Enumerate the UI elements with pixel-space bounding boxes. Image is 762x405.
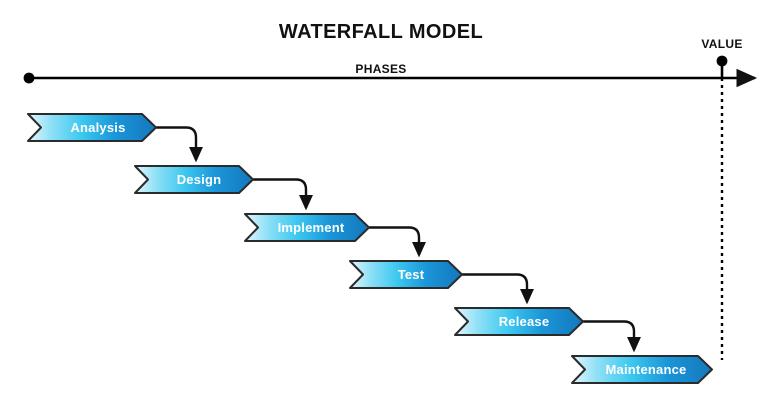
phase-chevron-maintenance[interactable]: Maintenance xyxy=(571,355,713,384)
chevron-shape-release xyxy=(454,307,584,336)
connector-design-to-implement xyxy=(253,178,313,211)
chevron-shape-design xyxy=(134,165,254,194)
phases-axis-label: PHASES xyxy=(355,62,406,76)
phase-label-implement: Implement xyxy=(278,220,345,235)
page-title: WATERFALL MODEL xyxy=(279,21,483,43)
value-axis-label: VALUE xyxy=(701,37,742,51)
origin-node-dot xyxy=(23,72,35,84)
connector-implement-to-test xyxy=(369,226,426,258)
phase-chevron-analysis[interactable]: Analysis xyxy=(27,113,157,142)
phase-label-release: Release xyxy=(499,314,550,329)
phase-chevron-implement[interactable]: Implement xyxy=(244,213,370,242)
connector-release-to-maintenance xyxy=(583,320,641,353)
chevron-shape-implement xyxy=(244,213,370,242)
phase-label-analysis: Analysis xyxy=(70,120,125,135)
chevron-shape-analysis xyxy=(27,113,157,142)
phase-chevron-design[interactable]: Design xyxy=(134,165,254,194)
chevron-shape-maintenance xyxy=(571,355,713,384)
connector-analysis-to-design xyxy=(156,126,203,163)
chevron-shape-test xyxy=(349,260,463,289)
connector-test-to-release xyxy=(462,273,534,305)
phase-label-design: Design xyxy=(177,172,222,187)
phase-chevron-test[interactable]: Test xyxy=(349,260,463,289)
phase-label-test: Test xyxy=(398,267,425,282)
phase-chevron-release[interactable]: Release xyxy=(454,307,584,336)
phase-label-maintenance: Maintenance xyxy=(606,362,687,377)
